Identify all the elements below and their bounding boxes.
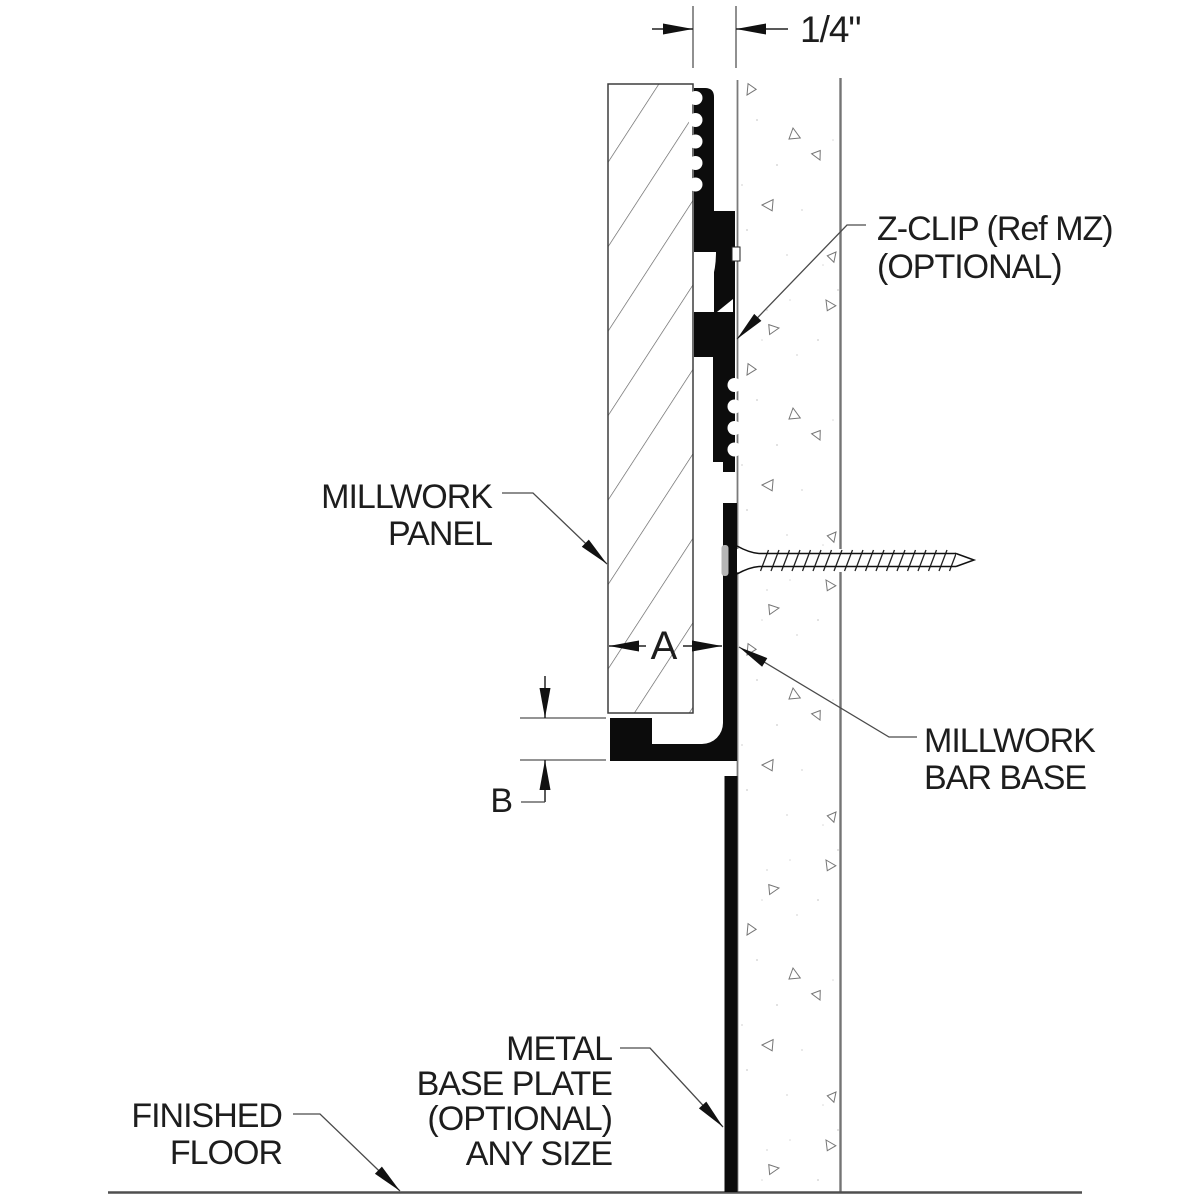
arrowhead-left-icon xyxy=(609,640,639,652)
arrowhead-icon xyxy=(374,1166,400,1191)
screw-tip xyxy=(955,552,977,568)
arrowhead-icon xyxy=(698,1101,723,1127)
arrowhead-right-icon xyxy=(692,640,722,652)
floor-leader-line xyxy=(293,1113,401,1192)
base-plate-label-line2: BASE PLATE xyxy=(417,1065,613,1103)
screw-head-flare-top xyxy=(736,545,760,555)
dimension-quarter-inch: 1/4" xyxy=(652,6,862,68)
bar-base-label-line2: BAR BASE xyxy=(924,759,1086,797)
z-clip-spacer xyxy=(731,246,741,262)
z-clip-upper-part xyxy=(694,88,735,252)
z-clip-label-line2: (OPTIONAL) xyxy=(877,248,1062,286)
callout-metal-base-plate: METAL BASE PLATE (OPTIONAL) ANY SIZE xyxy=(417,1030,724,1173)
screw-threads xyxy=(759,549,956,572)
arrowhead-left-icon xyxy=(736,23,766,35)
base-plate-label-line4: ANY SIZE xyxy=(466,1135,613,1173)
wall-texture xyxy=(739,82,840,1192)
callout-millwork-bar-base: MILLWORK BAR BASE xyxy=(738,646,1097,797)
base-plate-leader-line xyxy=(620,1047,724,1128)
dimension-b: B xyxy=(490,676,606,820)
panel-label-line2: PANEL xyxy=(388,515,492,553)
arrowhead-icon xyxy=(737,313,762,339)
panel-label-line1: MILLWORK xyxy=(321,478,493,516)
millwork-panel-section xyxy=(607,83,694,714)
bar-base-leader-line xyxy=(738,646,917,738)
z-clip-leader-line xyxy=(736,224,866,340)
base-plate-label-line3: (OPTIONAL) xyxy=(427,1100,612,1138)
arrowhead-up-icon xyxy=(539,760,551,790)
z-clip-wall-holes xyxy=(727,378,742,457)
base-plate-label-line1: METAL xyxy=(506,1030,612,1068)
panel-hatch xyxy=(608,84,693,713)
screw-head-slot xyxy=(721,545,729,576)
panel-outline xyxy=(607,83,694,714)
dimension-a: A xyxy=(609,624,722,668)
callout-z-clip: Z-CLIP (Ref MZ) (OPTIONAL) xyxy=(736,210,1114,340)
metal-base-plate-profile xyxy=(724,776,738,1192)
dim-a-label: A xyxy=(651,624,678,668)
bar-base-label-line1: MILLWORK xyxy=(924,722,1096,760)
dim-quarter-label: 1/4" xyxy=(800,9,861,50)
panel-leader-line xyxy=(502,492,608,565)
z-clip-panel-holes xyxy=(688,91,703,192)
callout-millwork-panel: MILLWORK PANEL xyxy=(321,478,608,565)
z-clip-seam-gap xyxy=(694,252,716,310)
z-clip-seam-notch xyxy=(717,299,733,312)
wall-anchor-screw xyxy=(721,545,977,576)
z-clip-label-line1: Z-CLIP (Ref MZ) xyxy=(877,210,1113,248)
callout-finished-floor: FINISHED FLOOR xyxy=(131,1097,401,1192)
dim-b-label: B xyxy=(490,782,513,820)
z-clip-profile xyxy=(688,88,742,472)
arrowhead-right-icon xyxy=(663,23,693,35)
arrowhead-down-icon xyxy=(539,688,551,718)
millwork-bar-base-profile xyxy=(610,503,737,761)
floor-label-line2: FLOOR xyxy=(170,1134,282,1172)
screw-head-flare-bottom xyxy=(736,565,760,575)
arrowhead-icon xyxy=(581,539,607,564)
concrete-wall-section xyxy=(736,78,842,1192)
floor-label-line1: FINISHED xyxy=(131,1097,282,1135)
arrowhead-icon xyxy=(739,647,768,667)
